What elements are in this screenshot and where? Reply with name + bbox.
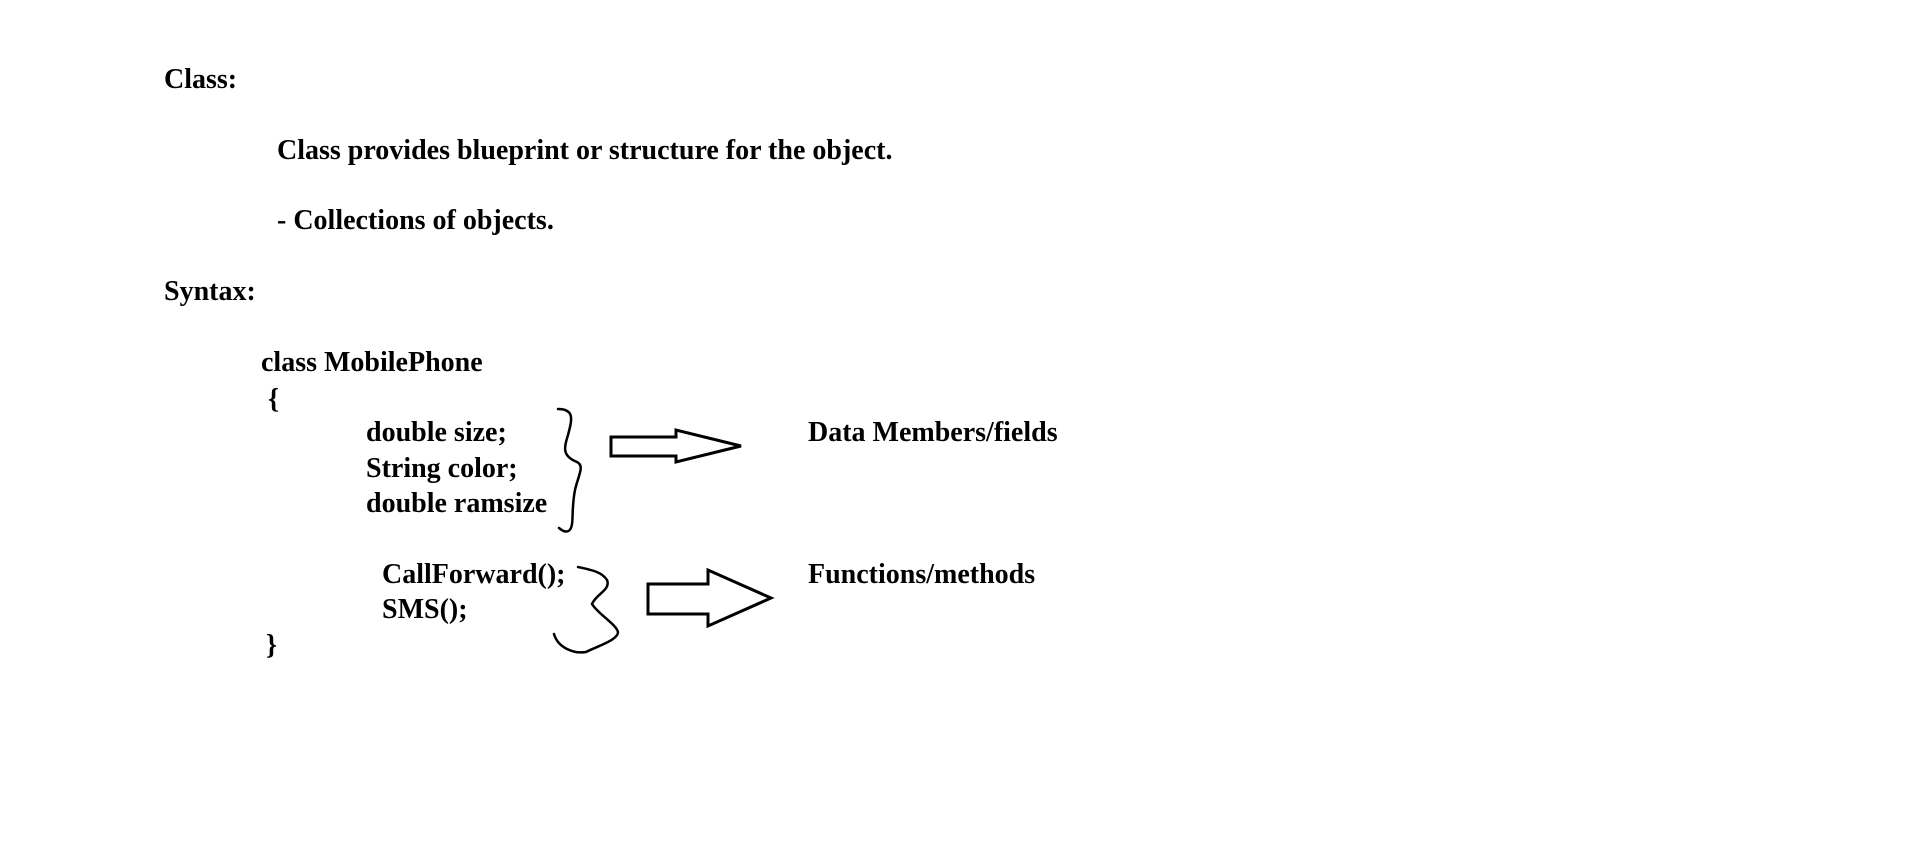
- method-line: CallForward();: [382, 559, 566, 590]
- fields-curly-brace: [556, 407, 582, 533]
- close-brace: }: [266, 630, 278, 661]
- methods-curly-brace: [552, 565, 620, 654]
- field-line: double size;: [366, 417, 507, 448]
- open-brace: {: [268, 384, 280, 415]
- class-note: - Collections of objects.: [277, 205, 554, 236]
- methods-annotation-label: Functions/methods: [808, 559, 1036, 590]
- class-heading: Class:: [164, 64, 238, 95]
- class-definition: Class provides blueprint or structure fo…: [277, 135, 893, 166]
- methods-arrow-icon: [646, 567, 775, 629]
- field-line: String color;: [366, 453, 518, 484]
- syntax-heading: Syntax:: [164, 276, 256, 307]
- fields-arrow-icon: [609, 428, 742, 464]
- fields-annotation-label: Data Members/fields: [808, 417, 1058, 448]
- field-line: double ramsize: [366, 488, 548, 519]
- method-line: SMS();: [382, 594, 468, 625]
- class-declaration: class MobilePhone: [261, 347, 483, 378]
